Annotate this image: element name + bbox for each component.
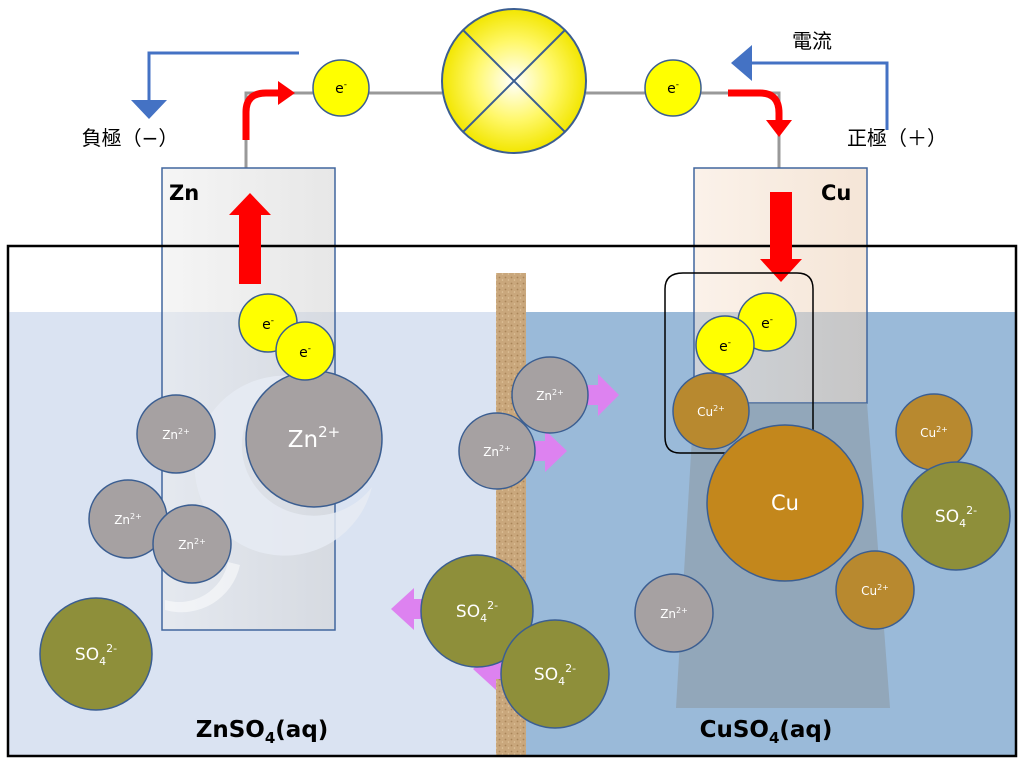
svg-text:SO42-: SO42- [935,504,977,530]
zn-ion: Zn2+ [634,573,714,653]
so4-ion-migrating: SO42- [420,554,534,668]
electron-wire-left: e- [312,59,370,117]
svg-text:SO42-: SO42- [456,599,498,625]
svg-text:e-: e- [262,316,274,333]
electron-flow-left [242,89,279,140]
electron-flow-left-head [278,81,295,105]
svg-text:Zn2+: Zn2+ [178,537,206,552]
electron-zn-2: e- [275,321,335,381]
zn-ion-migrating: Zn2+ [511,356,589,434]
cu-ion: Cu2+ [895,393,973,471]
wire-right [700,91,781,168]
svg-text:e-: e- [761,315,773,332]
light-bulb [441,8,587,154]
svg-text:Zn2+: Zn2+ [536,388,564,403]
current-label: 電流 [792,29,832,53]
svg-text:e-: e- [667,80,679,97]
svg-text:Cu2+: Cu2+ [920,425,948,440]
znso4-label: ZnSO4(aq) [196,717,329,747]
cu-ion: Cu2+ [835,550,915,630]
cu-electrode-label: Cu [821,181,851,205]
current-arrowhead-left [131,100,167,119]
zn-ion-halo [194,375,372,556]
current-arrow-right [752,61,889,130]
positive-electrode-label: 正極（＋） [847,126,947,150]
zn-ion: Zn2+ [152,504,232,584]
zn-ion-large: Zn2+ [245,370,383,508]
zn-ion-migrating: Zn2+ [458,412,536,490]
electron-down-arrow [760,192,802,282]
beaker [6,244,1018,758]
electron-flow-right [728,89,783,120]
svg-text:Cu: Cu [771,491,799,515]
zn-electrode-label: Zn [169,181,199,205]
svg-text:Zn2+: Zn2+ [483,444,511,459]
zn-ion: Zn2+ [136,394,216,474]
svg-text:Cu2+: Cu2+ [861,583,889,598]
svg-text:e-: e- [335,80,347,97]
negative-electrode-label: 負極（−） [82,126,179,150]
electron-up-arrow [229,193,271,284]
svg-text:SO42-: SO42- [75,642,117,668]
svg-text:Zn2+: Zn2+ [660,606,688,621]
so4-ion: SO42- [901,461,1011,571]
so4-ion-migrating: SO42- [500,619,610,729]
current-arrow-left [147,51,299,100]
svg-text:Zn2+: Zn2+ [114,512,142,527]
zn-electrode-erosion [165,562,240,613]
wire-left [244,91,313,168]
cu-ion-reacting: Cu2+ [672,372,750,450]
cu-atom: Cu [706,424,864,582]
electron-wire-right: e- [644,59,702,117]
current-arrowhead-right [731,45,752,81]
svg-text:e-: e- [299,344,311,361]
electron-flow-right-head [766,120,792,137]
svg-text:Cu2+: Cu2+ [697,404,725,419]
svg-text:e-: e- [719,338,731,355]
svg-text:SO42-: SO42- [534,662,576,688]
electron-cu-2: e- [695,315,755,375]
so4-ion: SO42- [39,597,153,711]
svg-text:Zn2+: Zn2+ [288,423,340,453]
cuso4-label: CuSO4(aq) [700,717,833,747]
svg-text:Zn2+: Zn2+ [162,427,190,442]
